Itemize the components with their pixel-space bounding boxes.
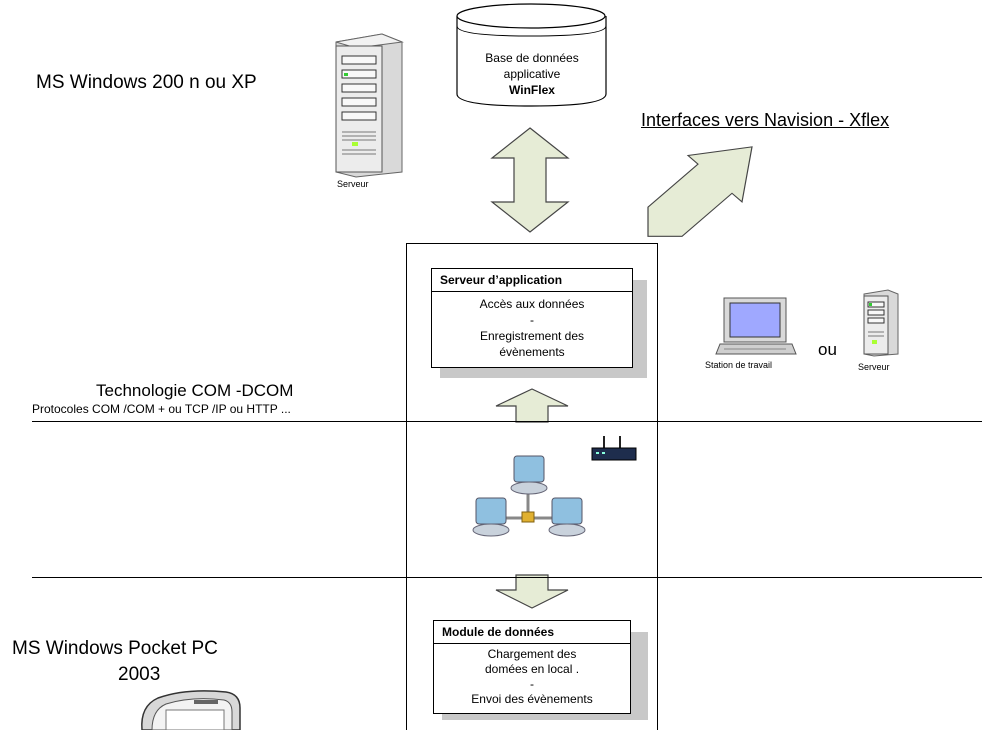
column-right-border — [657, 243, 658, 730]
network-node-left — [472, 497, 510, 537]
down-arrow-icon — [495, 574, 569, 609]
server-small-icon — [863, 289, 899, 357]
data-module-box: Module de données Chargement des domées … — [433, 620, 631, 714]
db-line-3: WinFlex — [509, 83, 555, 97]
database-cylinder-icon — [456, 3, 607, 107]
app-server-line: - — [530, 313, 534, 327]
network-node-top — [510, 455, 548, 495]
router-icon — [591, 436, 637, 461]
server-caption-right: Serveur — [858, 362, 890, 372]
tech-protocols: Protocoles COM /COM + ou TCP /IP ou HTTP… — [32, 402, 291, 416]
interfaces-label: Interfaces vers Navision - Xflex — [641, 110, 890, 130]
data-module-line: Envoi des évènements — [471, 692, 593, 706]
app-server-title: Serveur d’application — [432, 269, 632, 292]
db-line-2: applicative — [503, 67, 561, 81]
app-server-line: Enregistrement des — [479, 329, 585, 343]
interfaces-arrow-icon — [647, 146, 753, 237]
data-module-line: domées en local . — [484, 662, 580, 676]
server-tower-icon — [335, 33, 404, 178]
app-server-line: évènements — [499, 345, 565, 359]
divider-bottom — [32, 577, 982, 578]
app-server-box: Serveur d’application Accès aux données … — [431, 268, 633, 368]
db-server-double-arrow-icon — [490, 127, 570, 233]
divider-top — [32, 421, 982, 422]
pocket-pc-device-icon — [141, 690, 241, 730]
app-server-line: Accès aux données — [479, 297, 585, 311]
data-module-line: - — [530, 677, 534, 691]
os-top-label: MS Windows 200 n ou XP — [36, 72, 257, 93]
os-bottom-line-1: MS Windows Pocket PC — [12, 638, 218, 659]
os-bottom-line-2: 2003 — [118, 664, 161, 685]
column-left-border — [406, 243, 407, 730]
or-label: ou — [818, 340, 837, 359]
server-caption-top: Serveur — [337, 179, 369, 189]
db-line-1: Base de données — [485, 51, 579, 65]
workstation-caption: Station de travail — [705, 360, 773, 370]
up-arrow-icon — [495, 388, 569, 423]
network-nodes-icon — [472, 455, 586, 537]
workstation-icon — [715, 297, 797, 355]
tech-title: Technologie COM -DCOM — [96, 381, 294, 400]
column-top-border — [406, 243, 658, 244]
network-node-right — [548, 497, 586, 537]
data-module-line: Chargement des — [487, 647, 577, 661]
data-module-title: Module de données — [434, 621, 630, 644]
